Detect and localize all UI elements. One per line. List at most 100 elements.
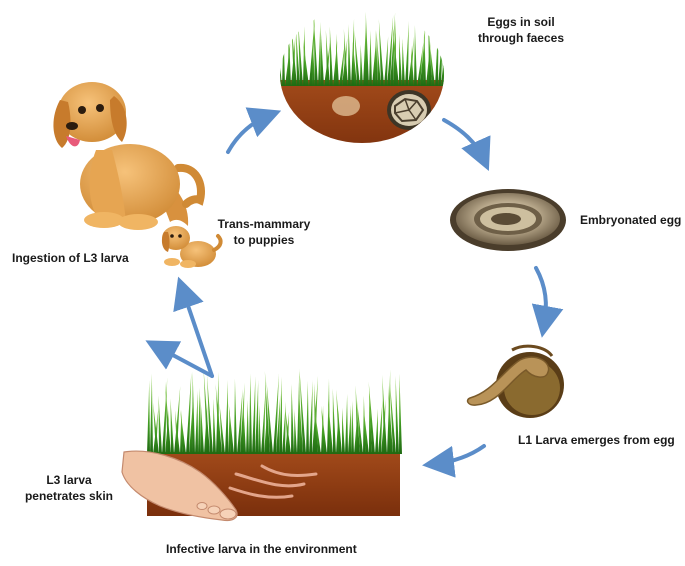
arrow-to-ingestion [173,276,214,378]
grass-blade [387,15,394,86]
grass-blade [276,393,281,454]
foot-icon [121,450,238,522]
label-embryonated-line-1: Embryonated egg [580,213,682,227]
label-transmammary-line-1: Trans-mammary [217,217,311,231]
label-ingestion-line-1: Ingestion of L3 larva [12,251,129,265]
grass-blade [369,30,372,86]
grass-blade [195,390,198,454]
grass-blade [228,409,231,454]
grass-blade [336,389,342,454]
grass-blade [313,11,318,86]
grass-blade [382,374,387,454]
label-environment: Infective larva in the environment [166,541,357,557]
grass-blade [309,12,316,87]
grass-blade [345,393,348,454]
grass-blade [355,385,360,454]
grass-blade [395,375,399,454]
grass-blade [312,41,315,86]
grass-blade [376,36,381,86]
grass-blade [219,403,225,454]
grass-blade [411,45,414,86]
grass-blade [428,13,432,86]
egg-icon [387,90,431,130]
grass-blade [306,380,309,454]
grass-blade [356,400,363,454]
grass-blade [198,387,201,454]
grass-blade [360,44,363,86]
grass-blade [192,371,195,454]
grass-blade [314,382,318,454]
grass-blade [369,389,372,454]
grass-blade [321,405,324,454]
grass-blade [204,404,208,454]
egg-icon [332,96,360,116]
grass-blade [264,407,268,454]
grass-blade [158,395,162,454]
egg-icon [450,189,566,251]
grass-blade [276,28,279,86]
grass-blade [234,378,237,454]
grass-blade [320,21,324,87]
puppy-icon [161,226,223,268]
grass-blade [266,381,273,454]
grass-blade [327,378,330,454]
grass-blade [405,21,409,86]
grass-blade [165,381,171,454]
grass-blade [213,398,216,454]
grass-blade [351,400,354,454]
grass-blade [392,26,399,86]
grass-blade [420,29,426,86]
grass-blade [174,409,180,454]
grass-blade [332,388,336,454]
grass-blade [378,399,383,454]
grass-blade [430,45,435,86]
grass-blade [203,369,210,454]
grass-blade [264,371,270,454]
grass-blade [297,368,300,454]
arrow-to-eggs [226,107,282,154]
grass-blade [314,409,321,454]
grass-blade [291,383,294,454]
grass-blade [351,18,355,86]
grass-blade [153,402,159,454]
grass-blade [354,29,360,86]
grass-blade [443,43,444,86]
cycle-arrows [145,107,564,478]
grass-blade [261,391,266,454]
label-eggs-line-1: Eggs in soil [487,15,555,29]
arrow-to-embryonated [442,118,491,171]
grass-blade [246,399,249,454]
grass-blade [273,373,279,454]
label-skin-line-2: penetrates skin [24,489,114,503]
label-l1-line-1: L1 Larva emerges from egg [518,433,675,447]
grass-blade [329,26,333,86]
grass-blade [363,21,366,86]
grass-blade [258,405,261,454]
grass-blade [388,385,393,454]
grass-blade [180,409,186,454]
grass-blade [240,382,245,454]
grass-blade [414,24,417,86]
grass-blade [339,43,345,86]
grass-blade [390,12,396,87]
label-l1: L1 Larva emerges from egg [518,432,675,448]
arrow-to-environment [422,444,486,478]
label-eggs-line-2: through faeces [477,31,564,45]
grass-blade [174,386,181,454]
grass-blade [387,369,391,454]
grass-blade [242,397,246,454]
grass-blade [325,29,330,86]
grass-blade [399,34,402,86]
grass-blade [294,409,297,454]
grass-blade [399,373,402,454]
grass-blade [389,382,396,454]
grass-blade [384,36,389,86]
grass-blade [368,381,375,454]
grass-blade [321,405,327,454]
grass-blade [352,41,357,86]
grass-blade [285,408,291,454]
grass-blade [343,29,348,86]
grass-blade [348,405,351,454]
grass-blade [372,30,377,86]
